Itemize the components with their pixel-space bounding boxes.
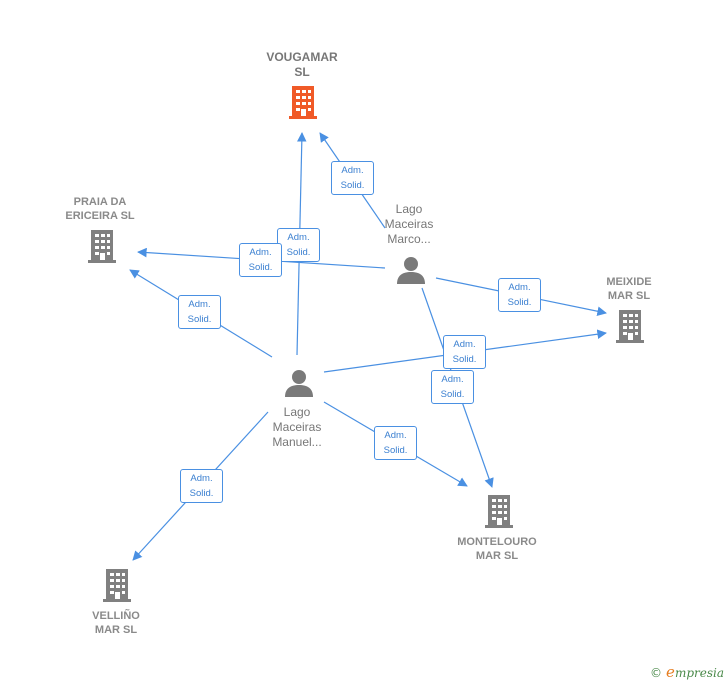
company-label-praia[interactable]: PRAIA DA ERICEIRA SL (65, 196, 135, 222)
company-label-meixide[interactable]: MEIXIDE MAR SL (606, 276, 652, 302)
edge-label-manuel-montelouro: Adm. Solid. (374, 426, 417, 460)
building-icon-montelouro[interactable] (483, 493, 515, 529)
company-label-vellino[interactable]: VELLIÑO MAR SL (92, 610, 140, 636)
edge-label-manuel-praia: Adm. Solid. (178, 295, 221, 329)
building-icon-meixide[interactable] (614, 308, 646, 344)
copyright-symbol: © (650, 666, 663, 680)
building-icon-praia[interactable] (86, 228, 118, 264)
edge-label-manuel-vellino: Adm. Solid. (180, 469, 223, 503)
brand-initial: e (666, 663, 675, 681)
person-label-manuel[interactable]: Lago Maceiras Manuel... (272, 405, 322, 449)
brand-name: mpresia (674, 666, 724, 680)
edge-label-manuel-meixide: Adm. Solid. (443, 335, 486, 369)
empresia-watermark: ©empresia (650, 663, 724, 681)
edge-label-marco-vougamar: Adm. Solid. (331, 161, 374, 195)
company-label-vougamar[interactable]: VOUGAMAR SL (266, 50, 338, 79)
building-icon-vougamar[interactable] (287, 84, 319, 120)
person-icon-manuel[interactable] (284, 368, 314, 398)
company-label-montelouro[interactable]: MONTELOURO MAR SL (457, 536, 537, 562)
building-icon-vellino[interactable] (101, 567, 133, 603)
edge-label-manuel-vougamar: Adm. Solid. (277, 228, 320, 262)
person-label-marco[interactable]: Lago Maceiras Marco... (384, 202, 434, 246)
edge-label-marco-praia: Adm. Solid. (239, 243, 282, 277)
edge-label-marco-meixide: Adm. Solid. (498, 278, 541, 312)
edge-label-marco-montelouro: Adm. Solid. (431, 370, 474, 404)
person-icon-marco[interactable] (396, 255, 426, 285)
